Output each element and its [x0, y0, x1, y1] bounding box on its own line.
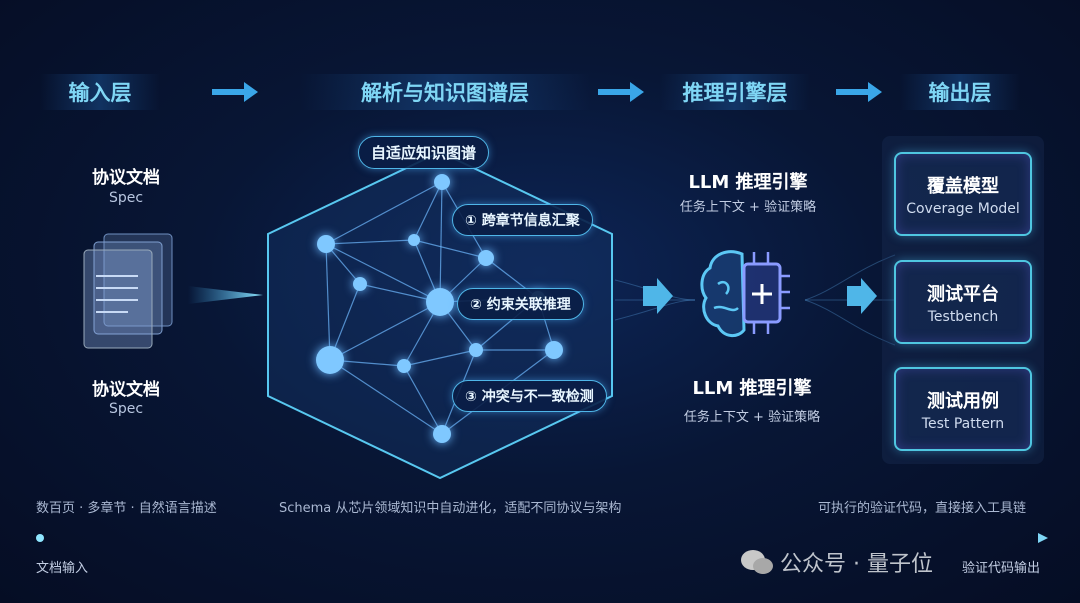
graph-edge: [325, 181, 443, 245]
graph-node: [408, 234, 420, 246]
graph-node: [316, 346, 344, 374]
output-sub: Testbench: [927, 308, 999, 325]
graph-title-pill: 自适应知识图谱: [358, 136, 490, 169]
graph-edge: [329, 301, 441, 361]
graph-node: [433, 425, 451, 443]
flow-lines: [615, 254, 896, 346]
graph-node: [545, 341, 563, 359]
layer-input-header: 输入层: [40, 74, 160, 110]
graph-node: [426, 288, 454, 316]
output-box-test-pattern: 测试用例 Test Pattern: [894, 367, 1032, 451]
layer-output-header: 输出层: [900, 74, 1020, 110]
output-sub: Test Pattern: [921, 415, 1005, 432]
graph-edge: [325, 243, 441, 303]
watermark: 公众号 · 量子位: [740, 546, 933, 578]
graph-node: [317, 235, 335, 253]
output-title: 测试平台: [927, 283, 999, 305]
watermark-text: 公众号 · 量子位: [780, 552, 933, 577]
graph-edge: [413, 239, 487, 259]
timeline-axis: [36, 533, 1048, 543]
output-title: 测试用例: [927, 390, 999, 412]
wechat-icon: [741, 550, 773, 574]
output-box-testbench: 测试平台 Testbench: [894, 260, 1032, 344]
brain-chip-icon: [700, 250, 790, 337]
graph-edge: [413, 181, 443, 241]
engine-sub: 任务上下文 + 验证策略: [679, 200, 817, 215]
graph-step: ① 跨章节信息汇聚: [452, 204, 593, 236]
arrow-right-icon: [598, 82, 644, 102]
graph-note: Schema 从芯片领域知识中自动进化，适配不同协议与架构: [279, 501, 622, 516]
output-title: 覆盖模型: [927, 175, 999, 197]
graph-edge: [325, 239, 415, 245]
graph-edge: [325, 243, 331, 361]
graph-edge: [403, 349, 477, 367]
output-note: 可执行的验证代码，直接接入工具链: [818, 501, 1027, 516]
layer-engine-header: 推理引擎层: [660, 74, 810, 110]
graph-edge: [329, 359, 443, 435]
timeline-end-label: 验证代码输出: [962, 561, 1041, 576]
engine-title: LLM 推理引擎: [688, 172, 808, 193]
output-sub: Coverage Model: [906, 200, 1020, 217]
output-box-coverage-model: 覆盖模型 Coverage Model: [894, 152, 1032, 236]
graph-step: ② 约束关联推理: [457, 288, 584, 320]
input-doc-sub: Spec: [108, 190, 144, 206]
layer-parse-header: 解析与知识图谱层: [300, 74, 590, 110]
graph-node: [397, 359, 411, 373]
input-doc-title: 协议文档: [92, 168, 160, 188]
arrow-right-icon: [836, 82, 882, 102]
graph-node: [478, 250, 494, 266]
graph-node: [353, 277, 367, 291]
arrow-right-icon: [212, 82, 258, 102]
data-flow-particles: [188, 286, 263, 304]
graph-edge: [439, 181, 443, 303]
input-doc-title: 协议文档: [92, 380, 160, 400]
graph-step: ③ 冲突与不一致检测: [452, 380, 607, 412]
engine-title: LLM 推理引擎: [692, 378, 812, 399]
engine-sub: 任务上下文 + 验证策略: [683, 410, 821, 425]
graph-node: [469, 343, 483, 357]
timeline-start-label: 文档输入: [36, 561, 89, 576]
input-note: 数百页 · 多章节 · 自然语言描述: [36, 501, 217, 516]
input-doc-sub: Spec: [108, 401, 144, 417]
graph-edge: [403, 365, 443, 435]
document-stack-icon: [83, 233, 173, 349]
graph-node: [434, 174, 450, 190]
